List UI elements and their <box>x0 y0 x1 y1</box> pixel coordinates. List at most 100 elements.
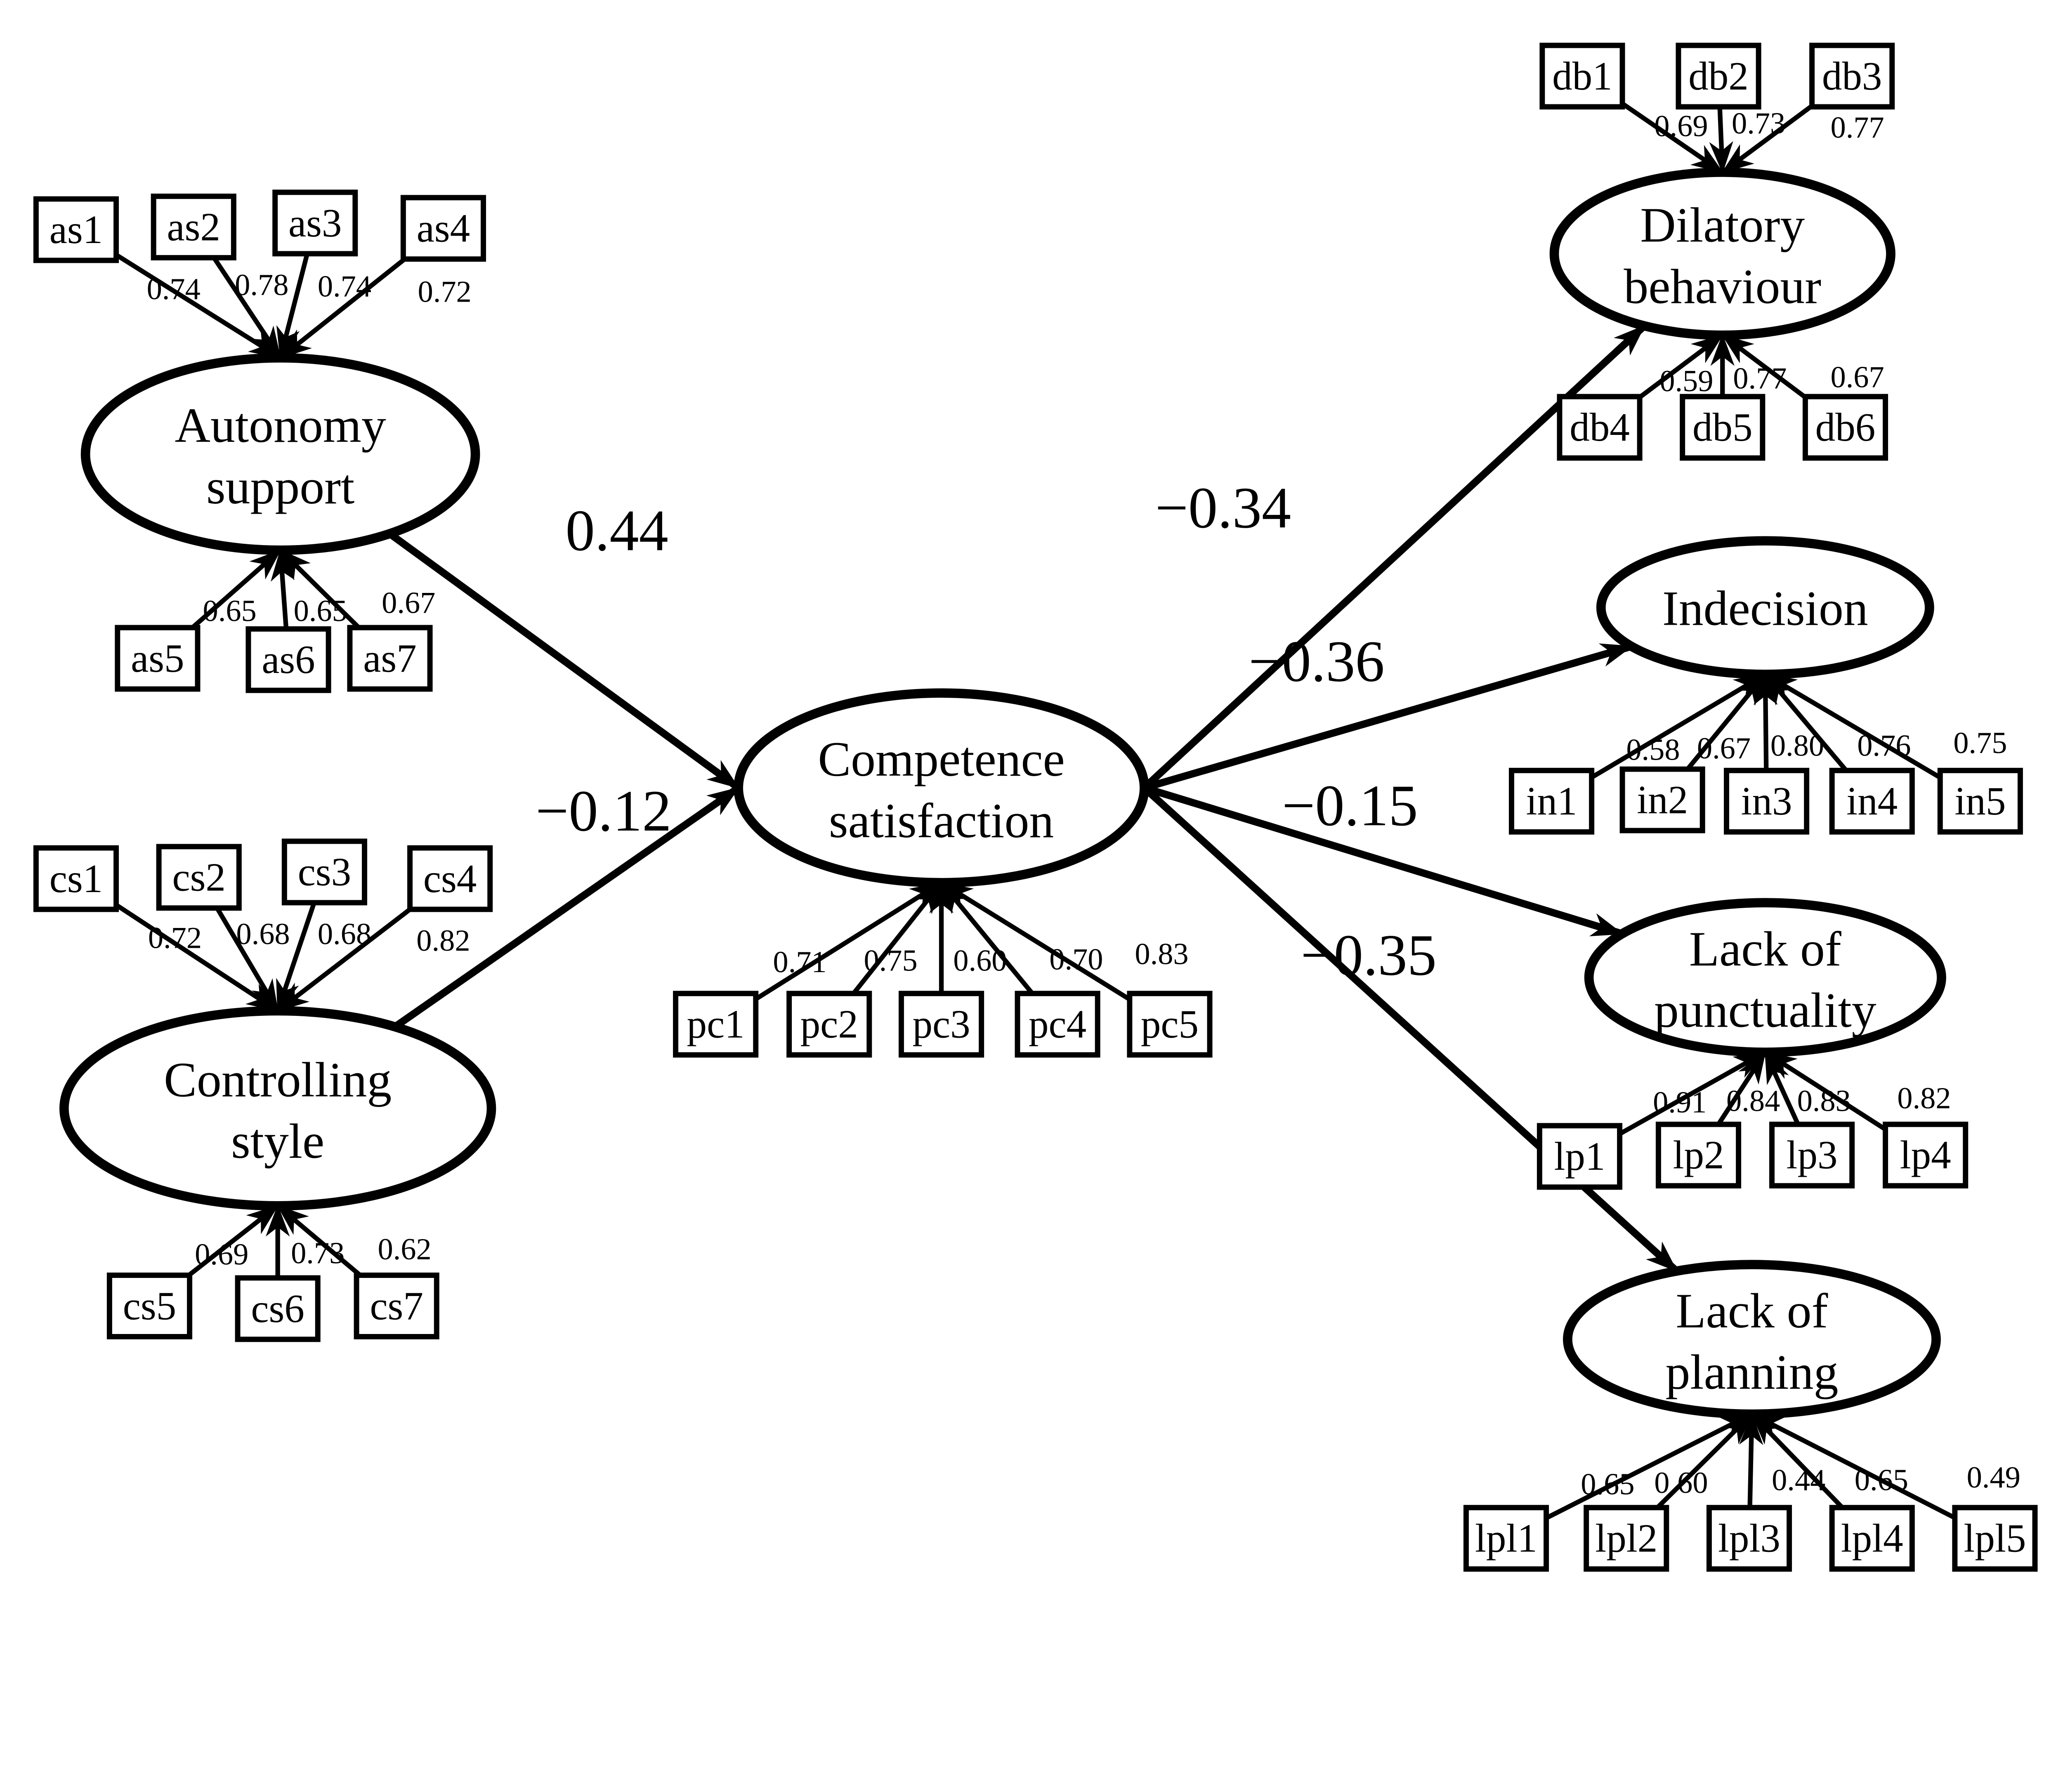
path-controlling_style-to-competence_satisfaction <box>393 785 741 1030</box>
path-autonomy_support-to-competence_satisfaction <box>387 531 741 791</box>
indicator-label-db4: db4 <box>1570 405 1630 449</box>
indicator-box-cs3 <box>281 838 367 906</box>
loading-value-in2: 0.67 <box>1697 732 1751 765</box>
latent-label-line-competence_satisfaction-0: Competence <box>818 732 1065 786</box>
indicator-box-cs2 <box>156 844 242 911</box>
indicator-box-cs5 <box>106 1273 193 1339</box>
indicator-label-in2: in2 <box>1637 777 1688 822</box>
indicator-box-lpl1 <box>1463 1505 1549 1572</box>
latent-competence_satisfaction-ellipse <box>734 688 1149 888</box>
indicator-label-as3: as3 <box>288 201 342 245</box>
loading-value-in3: 0.80 <box>1770 729 1824 763</box>
indicator-box-lp2 <box>1655 1121 1742 1189</box>
indicator-box-lpl3 <box>1706 1505 1792 1572</box>
indicator-label-db6: db6 <box>1815 405 1876 449</box>
loading-value-lp3: 0.83 <box>1797 1084 1851 1118</box>
latent-label-line-autonomy_support-1: support <box>206 459 354 514</box>
latent-label-lack_of_punctuality: Lack of punctuality <box>1654 921 1877 1038</box>
loading-value-pc5: 0.83 <box>1135 937 1188 971</box>
indicator-label-lpl4: lpl4 <box>1841 1516 1903 1561</box>
loading-value-db3: 0.77 <box>1830 111 1884 144</box>
path-competence_satisfaction-to-lack_of_planning <box>1142 785 1679 1274</box>
indicator-box-as5 <box>115 625 201 692</box>
indicator-label-db2: db2 <box>1688 54 1749 98</box>
indicator-label-lpl3: lpl3 <box>1718 1516 1780 1561</box>
indicator-label-in5: in5 <box>1954 779 2006 823</box>
latent-label-line-lack_of_punctuality-1: punctuality <box>1654 983 1877 1038</box>
loading-value-db2: 0.73 <box>1732 107 1785 141</box>
loading-value-in4: 0.76 <box>1857 729 1911 763</box>
indicator-box-lp4 <box>1883 1121 1969 1189</box>
path-competence_satisfaction-to-indecision <box>1143 642 1633 791</box>
indicator-label-db1: db1 <box>1552 54 1612 98</box>
indicator-label-as4: as4 <box>417 206 470 250</box>
indicator-label-cs6: cs6 <box>251 1286 304 1331</box>
loading-value-cs3: 0.68 <box>318 917 371 951</box>
loading-value-lp1: 0.91 <box>1653 1086 1707 1119</box>
loading-value-pc4: 0.70 <box>1049 943 1103 977</box>
indicator-label-pc4: pc4 <box>1029 1002 1086 1046</box>
indicator-label-cs1: cs1 <box>50 856 103 901</box>
indicator-box-in5 <box>1937 767 2023 835</box>
indicator-label-lpl1: lpl1 <box>1475 1516 1537 1561</box>
latent-label-lack_of_planning: Lack of planning <box>1665 1283 1838 1400</box>
indicator-label-as1: as1 <box>50 207 103 252</box>
loading-value-cs6: 0.73 <box>291 1236 345 1270</box>
indicator-box-db5 <box>1680 394 1766 461</box>
indicator-box-cs6 <box>235 1275 321 1342</box>
loading-value-as1: 0.74 <box>147 272 201 306</box>
indicator-box-cs1 <box>33 845 119 912</box>
loading-value-db4: 0.59 <box>1659 364 1713 398</box>
sem-path-diagram: 0.44−0.12−0.34−0.36−0.15−0.35as10.74as20… <box>33 42 2038 1572</box>
loading-value-db1: 0.69 <box>1654 109 1708 143</box>
indicator-box-cs7 <box>354 1273 439 1339</box>
latent-label-line-lack_of_punctuality-0: Lack of <box>1689 921 1841 976</box>
indicator-label-db3: db3 <box>1822 54 1882 98</box>
path-coefficient-competence_satisfaction-to-indecision: −0.36 <box>1249 628 1384 694</box>
loading-value-as3: 0.74 <box>318 269 371 303</box>
indicator-box-as4 <box>400 195 486 262</box>
indicator-box-in2 <box>1619 766 1705 833</box>
indicator-label-as2: as2 <box>167 205 220 249</box>
loading-value-as6: 0.65 <box>294 594 347 628</box>
indicator-label-as6: as6 <box>262 637 315 682</box>
latent-label-line-controlling_style-1: style <box>231 1114 324 1169</box>
loading-value-lpl2: 0.60 <box>1654 1466 1708 1500</box>
indicator-label-lpl2: lpl2 <box>1595 1516 1657 1561</box>
indicator-label-pc5: pc5 <box>1141 1002 1199 1046</box>
latent-label-line-lack_of_planning-1: planning <box>1665 1345 1838 1400</box>
loading-value-lp4: 0.82 <box>1897 1081 1951 1115</box>
indicator-box-in3 <box>1723 767 1810 835</box>
indicator-label-cs5: cs5 <box>123 1283 176 1328</box>
indicator-label-in4: in4 <box>1846 779 1898 823</box>
latent-label-line-dilatory_behaviour-1: behaviour <box>1624 259 1821 314</box>
latent-label-controlling_style: Controlling style <box>164 1052 392 1169</box>
indicator-box-lp3 <box>1769 1121 1855 1189</box>
indicator-label-pc2: pc2 <box>800 1002 858 1046</box>
latent-label-line-lack_of_planning-0: Lack of <box>1676 1283 1828 1338</box>
latent-label-line-dilatory_behaviour-0: Dilatory <box>1640 198 1805 253</box>
indicator-box-lpl2 <box>1584 1505 1669 1572</box>
indicator-box-in4 <box>1829 767 1915 835</box>
indicator-box-as3 <box>272 189 358 257</box>
indicator-label-lp1: lp1 <box>1554 1134 1605 1178</box>
path-coefficient-competence_satisfaction-to-dilatory_behaviour: −0.34 <box>1155 475 1291 540</box>
indicator-label-cs3: cs3 <box>298 850 351 894</box>
indicator-label-as7: as7 <box>363 636 416 680</box>
indicator-box-db3 <box>1809 42 1895 110</box>
latent-label-line-controlling_style-0: Controlling <box>164 1052 392 1107</box>
latent-label-line-competence_satisfaction-1: satisfaction <box>829 793 1054 848</box>
indicator-box-pc3 <box>898 991 984 1058</box>
latent-label-competence_satisfaction: Competence satisfaction <box>818 732 1065 848</box>
loading-value-lp2: 0.84 <box>1726 1084 1780 1118</box>
indicator-box-as1 <box>33 196 119 263</box>
indicator-label-in1: in1 <box>1526 779 1577 823</box>
latent-label-indecision: Indecision <box>1662 581 1868 636</box>
loading-value-cs2: 0.68 <box>236 917 290 951</box>
indicator-box-lp1 <box>1537 1123 1623 1190</box>
indicator-label-pc3: pc3 <box>912 1002 970 1046</box>
indicator-label-db5: db5 <box>1692 405 1753 449</box>
indicator-box-pc5 <box>1127 991 1213 1058</box>
